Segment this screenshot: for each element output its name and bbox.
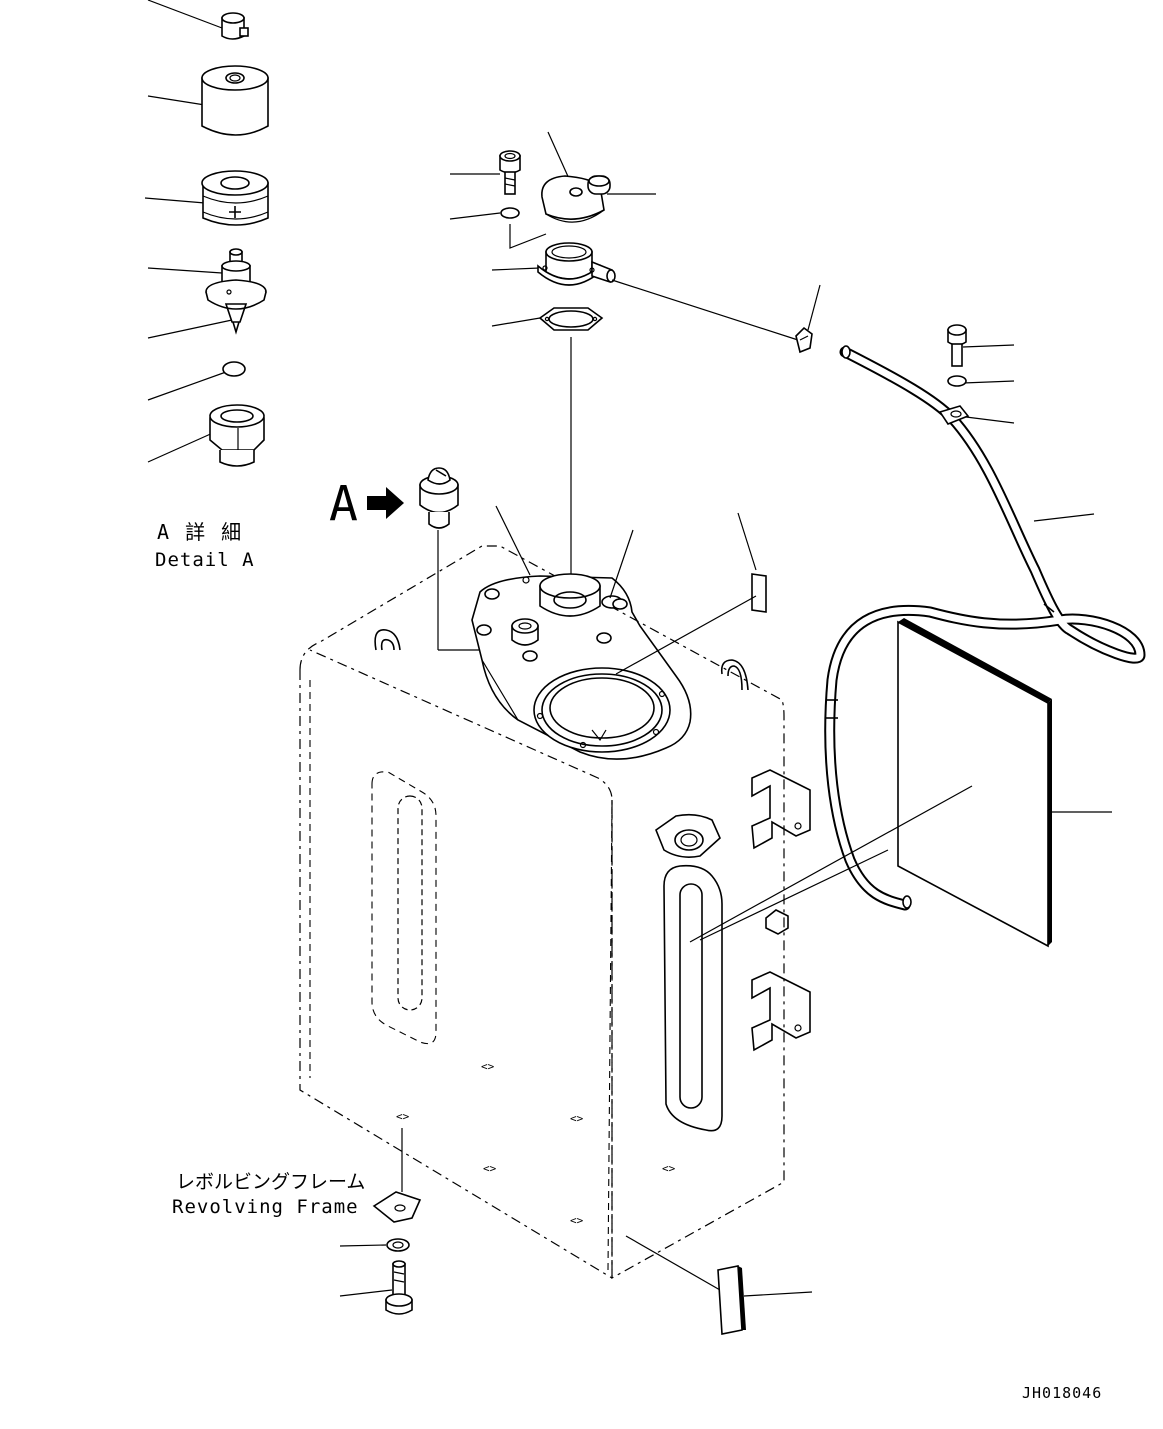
view-a-letter: A [329,476,358,532]
filler-cap-part [541,175,611,223]
drawing-id-label: JH018046 [1022,1384,1102,1402]
sight-window-right [663,849,889,1132]
view-a-marker: A [329,476,404,532]
filter-element-part [201,170,269,226]
detail-a-english-label: Detail A [155,549,255,571]
bottom-pad-part [625,1235,813,1335]
revolving-frame-mount: レボルビングフレーム Revolving Frame [172,1128,422,1315]
adapter-part [209,404,265,467]
caution-label-part [615,512,767,675]
svg-text:<>: <> [570,1214,584,1227]
detail-a-parts [144,0,269,467]
hose-clamp-part [938,405,970,425]
filter-cover-part [201,65,269,136]
detail-a-japanese-label: A 詳 細 [157,520,243,544]
cover-plate-part [689,618,1112,948]
cap-assembly [449,131,799,578]
hose-assembly [795,284,1146,911]
svg-text:<>: <> [396,1110,410,1123]
mounting-brackets [751,769,811,1052]
filler-neck-part [537,242,616,286]
mount-washer-part [386,1238,410,1252]
small-cap-part [221,12,249,40]
o-ring-part [222,361,246,377]
tank-top-plate [471,505,692,760]
lifting-eye-left [374,629,401,651]
hydraulic-tank: <> <> <> <> <> <> [299,505,889,1280]
valve-body-part [205,248,267,335]
svg-text:<>: <> [662,1162,676,1175]
sight-window-left [371,771,437,1045]
cap-washer-part [500,207,520,219]
cap-bolt-part [499,150,521,195]
svg-text:<>: <> [570,1112,584,1125]
tank-holes: <> <> <> <> <> <> [396,1060,676,1227]
revolving-frame-japanese-label: レボルビングフレーム [176,1171,365,1193]
svg-text:<>: <> [483,1162,497,1175]
mount-bolt-part [385,1260,413,1315]
svg-text:<>: <> [481,1060,495,1073]
hose-bolt-part [947,324,967,367]
filler-gasket-part [538,307,604,331]
breather-part [419,467,480,651]
hose-clip-part [795,326,813,354]
lifting-eye-right [720,659,749,691]
side-port-flange [655,813,721,858]
revolving-frame-english-label: Revolving Frame [172,1196,359,1218]
hose-washer-part [947,375,967,387]
view-a-arrow-icon [367,487,404,519]
